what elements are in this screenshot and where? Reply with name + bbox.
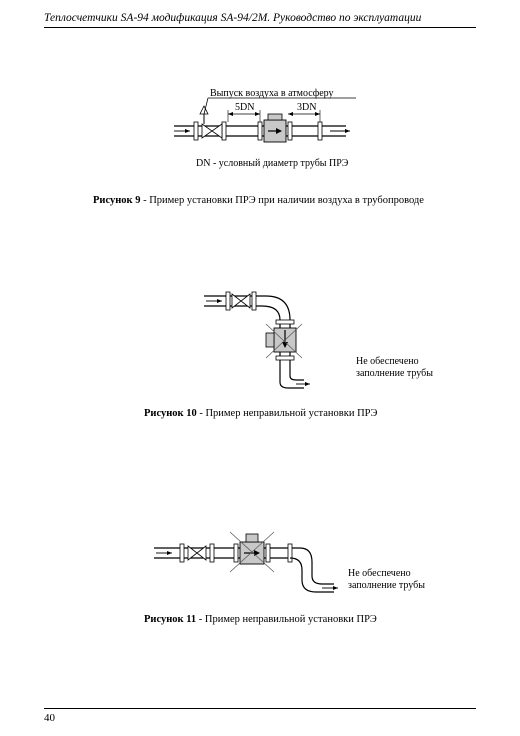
figure-10-note-line-1: Не обеспечено [356,356,419,367]
figure-10-note: Не обеспечено заполнение трубы [356,356,433,380]
footer-rule [44,708,476,709]
figure-10-caption-text: - Пример неправильной установки ПРЭ [196,408,378,419]
figure-9-caption: Рисунок 9 - Пример установки ПРЭ при нал… [93,195,424,206]
figure-10-caption: Рисунок 10 - Пример неправильной установ… [144,408,377,419]
dim-3dn-label: 3DN [297,102,316,113]
page-header-title: Теплосчетчики SA-94 модификация SA-94/2М… [44,12,422,24]
figure-9-diagram: Выпуск воздуха в атмосферу 5DN 3DN DN - … [174,88,356,169]
header-rule [44,27,476,28]
figure-11-caption-number: Рисунок 11 [144,614,197,625]
figure-11-note: Не обеспечено заполнение трубы [348,568,425,592]
figure-10-caption-number: Рисунок 10 [144,408,197,419]
figure-9-caption-number: Рисунок 9 [93,195,141,206]
figure-11-note-line-1: Не обеспечено [348,568,411,579]
figure-11-note-line-2: заполнение трубы [348,580,425,591]
air-release-label: Выпуск воздуха в атмосферу [210,88,334,99]
figure-9-caption-text: - Пример установки ПРЭ при наличии возду… [140,195,424,206]
dim-5dn-label: 5DN [235,102,254,113]
dn-legend: DN - условный диаметр трубы ПРЭ [196,158,349,169]
figure-11-caption: Рисунок 11 - Пример неправильной установ… [144,614,377,625]
figure-10-note-line-2: заполнение трубы [356,368,433,379]
page-number: 40 [44,712,55,724]
figure-10-diagram [204,291,310,389]
figure-11-caption-text: - Пример неправильной установки ПРЭ [196,614,377,625]
figure-11-diagram [154,531,338,593]
